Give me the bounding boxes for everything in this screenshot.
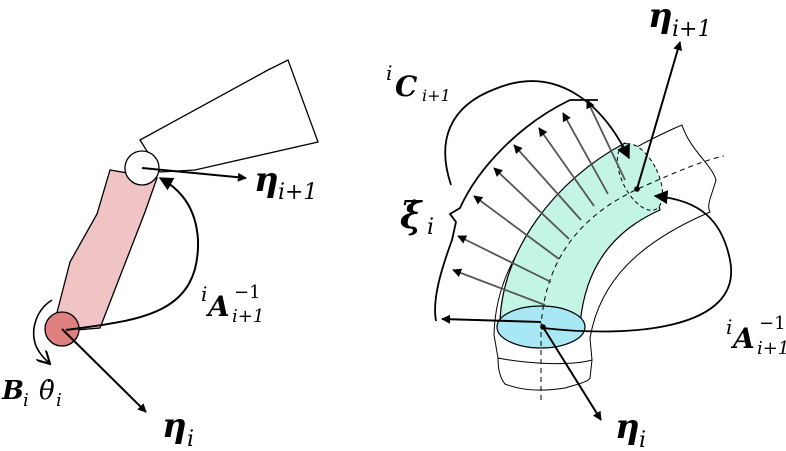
label-C-sub: i+1 [422,86,451,105]
upper-point [634,186,640,192]
velocity-arrow-7 [562,112,609,195]
velocity-arrow-3 [473,195,560,260]
label-A-right: A [730,322,755,355]
velocity-arrow-2 [457,235,552,283]
A-inverse-left-curve [65,177,200,331]
velocity-arrow-8 [586,99,626,181]
label-eta-i1-right: η [648,0,673,36]
tube-centerline [540,155,725,400]
C-arc [444,80,630,186]
label-eta-i-right: η [615,407,640,447]
velocity-arrow-1 [452,268,546,306]
label-A-left-pre: i [201,282,207,306]
eta-i1-right-arrow [636,41,683,190]
rotation-arrow [32,299,53,364]
left-figure [32,59,319,413]
velocity-arrow-4 [493,167,570,240]
label-A-left-sup: −1 [234,282,261,303]
label-C-main: C [395,70,418,103]
right-figure [434,41,733,421]
label-eta-i1-right-sub: i+1 [672,17,711,42]
label-eta-i1-left: η [254,160,279,200]
label-eta-i-right-sub: i [639,428,646,451]
A-inverse-right-curve [542,190,733,333]
eta-i1-left-arrow [141,167,247,182]
label-A-right-pre: i [726,315,732,339]
label-C-pre: i [386,61,392,85]
label-A-right-sup: −1 [759,313,786,334]
label-eta-i-left-sub: i [187,427,194,451]
eta-i-right-arrow [542,326,602,421]
velocity-arrow-6 [538,127,595,207]
label-xi: ξ̇ [400,195,423,237]
velocity-arrow-5 [513,144,582,221]
lower-link-body [51,169,158,333]
label-B-left: B [1,376,24,406]
velocity-field-arrows [452,99,626,306]
label-theta-left-sub: i [56,390,62,411]
label-xi-sub: i [427,215,434,240]
eta-i-left-arrow [61,328,147,413]
base-velocity-arrow [441,314,542,324]
label-A-left-sub: i+1 [232,306,264,327]
label-eta-i-left: η [162,406,187,446]
lower-wavy-edge [497,357,593,391]
label-theta-left: θ̇ [39,376,55,406]
label-B-left-sub: i [23,390,29,411]
label-eta-i1-left-sub: i+1 [278,180,317,205]
label-A-left: A [205,290,230,323]
label-A-right-sub: i+1 [757,338,786,359]
xi-envelope-bracket [434,99,598,322]
upper-link-outline [139,59,319,173]
